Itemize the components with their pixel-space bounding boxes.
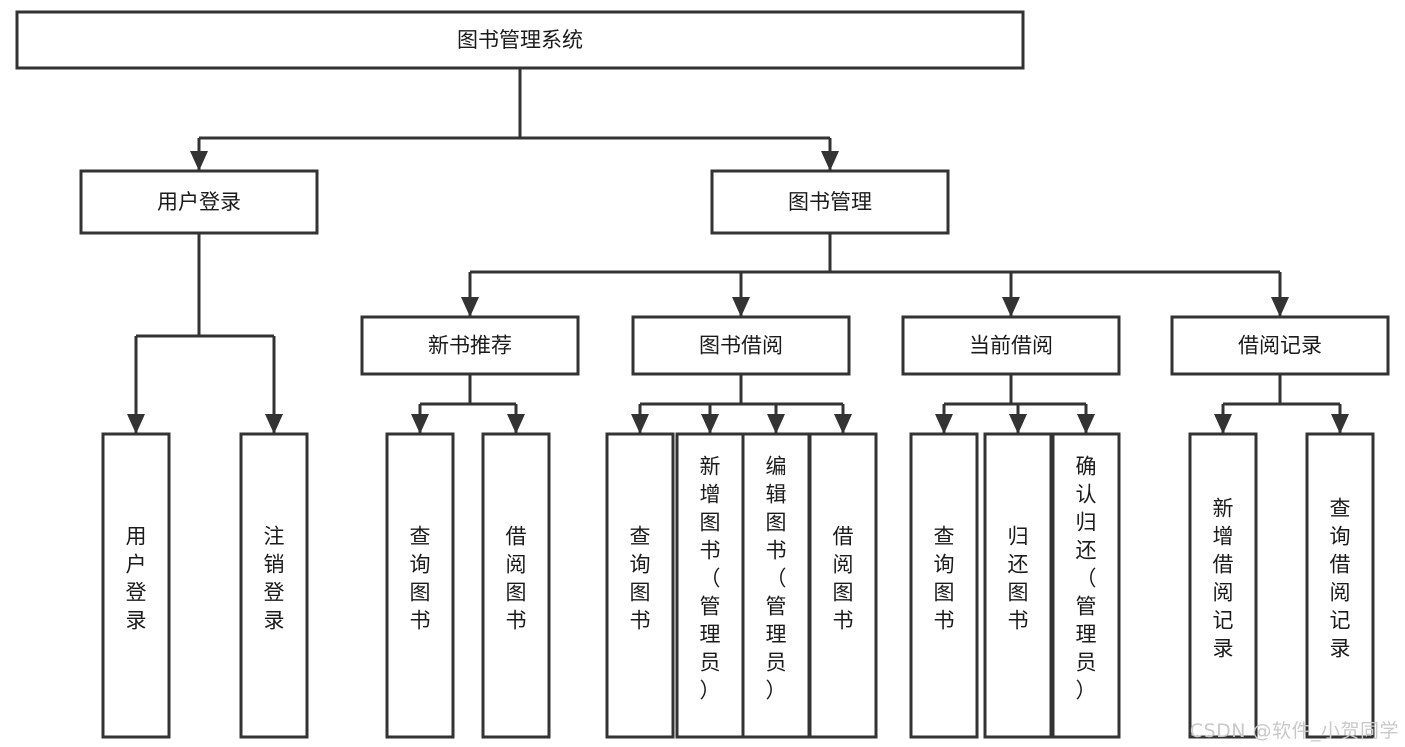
node-box-borrow-record bbox=[1170, 315, 1390, 376]
connector-borrow-record bbox=[1214, 374, 1349, 434]
node-current-borrow[interactable]: 当前借阅 bbox=[901, 315, 1121, 376]
node-l-return-book[interactable]: 归还图书 bbox=[983, 432, 1053, 739]
node-label-l-add-book: 新增图书（管理员） bbox=[700, 455, 721, 703]
node-l-query-record[interactable]: 查询借阅记录 bbox=[1305, 432, 1375, 739]
connection-layer bbox=[127, 68, 1349, 434]
arrow-head-icon bbox=[1331, 414, 1349, 434]
node-book-borrow[interactable]: 图书借阅 bbox=[631, 315, 851, 376]
node-box-root bbox=[15, 10, 1025, 70]
arrow-head-icon bbox=[1214, 414, 1232, 434]
node-l-confirm-return[interactable]: 确认归还（管理员） bbox=[1051, 432, 1121, 739]
arrow-head-icon bbox=[1002, 297, 1020, 317]
node-box-l-add-book bbox=[675, 432, 745, 739]
node-label-l-borrow-book-2: 借阅图书 bbox=[833, 525, 854, 633]
arrow-head-icon bbox=[1077, 414, 1095, 434]
node-layer: 图书管理系统用户登录图书管理新书推荐图书借阅当前借阅借阅记录用户登录注销登录查询… bbox=[15, 10, 1390, 739]
connector-book-manage bbox=[461, 233, 1289, 317]
node-label-new-book-rec: 新书推荐 bbox=[428, 334, 512, 358]
node-box-leaf-logout bbox=[239, 432, 309, 739]
node-l-add-record[interactable]: 新增借阅记录 bbox=[1188, 432, 1258, 739]
node-label-user-login: 用户登录 bbox=[157, 190, 241, 214]
arrow-head-icon bbox=[190, 151, 208, 171]
arrow-head-icon bbox=[507, 414, 525, 434]
node-box-l-borrow-book-2 bbox=[808, 432, 878, 739]
node-leaf-user-login[interactable]: 用户登录 bbox=[101, 432, 171, 739]
node-label-leaf-user-login: 用户登录 bbox=[126, 525, 147, 633]
node-box-l-confirm-return bbox=[1051, 432, 1121, 739]
arrow-head-icon bbox=[127, 414, 145, 434]
node-box-user-login bbox=[79, 169, 319, 235]
node-label-l-return-book: 归还图书 bbox=[1008, 525, 1029, 633]
node-box-current-borrow bbox=[901, 315, 1121, 376]
arrow-head-icon bbox=[821, 151, 839, 171]
node-box-l-add-record bbox=[1188, 432, 1258, 739]
node-label-borrow-record: 借阅记录 bbox=[1238, 334, 1322, 358]
node-root[interactable]: 图书管理系统 bbox=[15, 10, 1025, 70]
node-borrow-record[interactable]: 借阅记录 bbox=[1170, 315, 1390, 376]
node-l-add-book[interactable]: 新增图书（管理员） bbox=[675, 432, 745, 739]
node-label-book-manage: 图书管理 bbox=[788, 190, 872, 214]
node-label-l-query-book-2: 查询图书 bbox=[630, 525, 651, 633]
node-l-borrow-book-2[interactable]: 借阅图书 bbox=[808, 432, 878, 739]
arrow-head-icon bbox=[461, 297, 479, 317]
node-l-query-book-2[interactable]: 查询图书 bbox=[605, 432, 675, 739]
node-label-l-borrow-book-1: 借阅图书 bbox=[506, 525, 527, 633]
arrow-head-icon bbox=[411, 414, 429, 434]
node-new-book-rec[interactable]: 新书推荐 bbox=[360, 315, 580, 376]
node-box-l-edit-book bbox=[741, 432, 811, 739]
node-label-l-edit-book: 编辑图书（管理员） bbox=[766, 455, 787, 703]
node-label-book-borrow: 图书借阅 bbox=[699, 334, 783, 358]
node-leaf-logout[interactable]: 注销登录 bbox=[239, 432, 309, 739]
connector-book-borrow bbox=[631, 374, 852, 434]
node-box-new-book-rec bbox=[360, 315, 580, 376]
connector-root bbox=[190, 68, 839, 171]
arrow-head-icon bbox=[1009, 414, 1027, 434]
arrow-head-icon bbox=[732, 297, 750, 317]
node-book-manage[interactable]: 图书管理 bbox=[710, 169, 950, 235]
node-label-l-query-book-3: 查询图书 bbox=[934, 525, 955, 633]
node-box-book-manage bbox=[710, 169, 950, 235]
node-label-root: 图书管理系统 bbox=[457, 28, 583, 52]
node-label-l-confirm-return: 确认归还（管理员） bbox=[1076, 455, 1097, 703]
node-label-current-borrow: 当前借阅 bbox=[969, 334, 1053, 358]
node-box-l-query-record bbox=[1305, 432, 1375, 739]
node-box-l-borrow-book-1 bbox=[481, 432, 551, 739]
arrow-head-icon bbox=[767, 414, 785, 434]
connector-user-login bbox=[127, 233, 283, 434]
arrow-head-icon bbox=[631, 414, 649, 434]
node-l-query-book-3[interactable]: 查询图书 bbox=[909, 432, 979, 739]
node-label-leaf-logout: 注销登录 bbox=[264, 525, 285, 633]
node-l-borrow-book-1[interactable]: 借阅图书 bbox=[481, 432, 551, 739]
arrow-head-icon bbox=[935, 414, 953, 434]
arrow-head-icon bbox=[701, 414, 719, 434]
arrow-head-icon bbox=[265, 414, 283, 434]
node-box-l-return-book bbox=[983, 432, 1053, 739]
arrow-head-icon bbox=[834, 414, 852, 434]
node-l-edit-book[interactable]: 编辑图书（管理员） bbox=[741, 432, 811, 739]
node-label-l-query-record: 查询借阅记录 bbox=[1330, 497, 1351, 661]
node-l-query-book-1[interactable]: 查询图书 bbox=[385, 432, 455, 739]
node-label-l-query-book-1: 查询图书 bbox=[410, 525, 431, 633]
node-user-login[interactable]: 用户登录 bbox=[79, 169, 319, 235]
arrow-head-icon bbox=[1271, 297, 1289, 317]
node-box-leaf-user-login bbox=[101, 432, 171, 739]
node-box-l-query-book-1 bbox=[385, 432, 455, 739]
node-box-l-query-book-2 bbox=[605, 432, 675, 739]
node-label-l-add-record: 新增借阅记录 bbox=[1213, 497, 1234, 661]
connector-current-borrow bbox=[935, 374, 1095, 434]
node-box-l-query-book-3 bbox=[909, 432, 979, 739]
node-box-book-borrow bbox=[631, 315, 851, 376]
connector-new-book-rec bbox=[411, 374, 525, 434]
